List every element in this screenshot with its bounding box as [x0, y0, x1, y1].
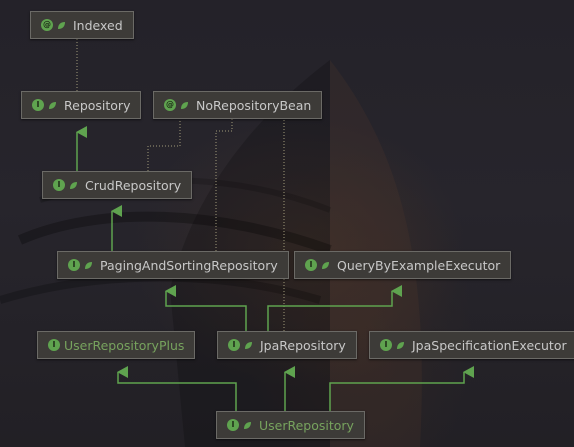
public-leaf-icon	[58, 21, 65, 29]
node-label: Repository	[64, 97, 131, 113]
public-leaf-icon	[397, 341, 404, 349]
node-user-repository[interactable]: I UserRepository	[216, 411, 365, 439]
interface-badge-icon: I	[68, 259, 80, 271]
node-label: QueryByExampleExecutor	[337, 257, 501, 273]
public-leaf-icon	[244, 421, 251, 429]
extends-arrow-user-jpaspecification	[329, 366, 474, 411]
interface-badge-icon: I	[380, 339, 392, 351]
public-leaf-icon	[322, 261, 329, 269]
node-repository[interactable]: I Repository	[21, 91, 142, 119]
annotation-badge-icon: @	[41, 19, 53, 31]
interface-badge-icon: I	[305, 259, 317, 271]
node-jpa-repository[interactable]: I JpaRepository	[217, 331, 357, 359]
node-jpa-specification-executor[interactable]: I JpaSpecificationExecutor	[369, 331, 574, 359]
interface-badge-icon: I	[228, 339, 240, 351]
node-label: UserRepository	[259, 417, 354, 433]
node-user-repository-plus[interactable]: I UserRepositoryPlus	[37, 331, 196, 359]
interface-badge-icon: I	[53, 179, 65, 191]
node-label: JpaSpecificationExecutor	[412, 337, 567, 353]
public-leaf-icon	[245, 341, 252, 349]
node-query-by-example-executor[interactable]: I QueryByExampleExecutor	[294, 251, 512, 279]
public-leaf-icon	[70, 181, 77, 189]
node-indexed[interactable]: @ Indexed	[30, 11, 134, 39]
node-label: NoRepositoryBean	[196, 97, 312, 113]
public-leaf-icon	[49, 101, 56, 109]
node-label: UserRepositoryPlus	[64, 337, 185, 353]
node-label: JpaRepository	[260, 337, 346, 353]
extends-arrow-jpa-paging	[165, 285, 247, 331]
public-leaf-icon	[181, 101, 188, 109]
node-crud-repository[interactable]: I CrudRepository	[42, 171, 193, 199]
annotation-link-paging-norepositorybean	[215, 119, 233, 251]
interface-badge-icon: I	[32, 99, 44, 111]
node-paging-and-sorting-repository[interactable]: I PagingAndSortingRepository	[57, 251, 289, 279]
extends-arrow-jpa-querybyexample	[267, 285, 402, 331]
extends-arrow-user-userplus	[117, 366, 237, 411]
node-label: PagingAndSortingRepository	[100, 257, 278, 273]
annotation-link-crud-norepositorybean	[147, 119, 181, 171]
annotation-badge-icon: @	[164, 99, 176, 111]
node-label: Indexed	[73, 17, 123, 33]
node-no-repository-bean[interactable]: @ NoRepositoryBean	[153, 91, 323, 119]
node-label: CrudRepository	[85, 177, 182, 193]
interface-badge-icon: I	[48, 339, 60, 351]
interface-badge-icon: I	[227, 419, 239, 431]
public-leaf-icon	[85, 261, 92, 269]
